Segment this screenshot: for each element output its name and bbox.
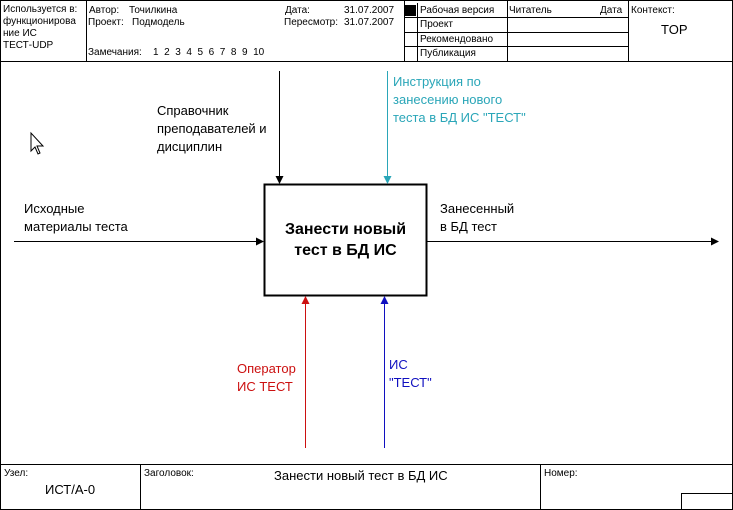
revision-value: 31.07.2007 [344, 17, 395, 28]
project-value: Подмодель [132, 17, 185, 28]
mechanism-system-label: ИС "ТЕСТ" [389, 357, 432, 390]
title-value: Занести новый тест в БД ИС [274, 468, 448, 483]
mouse-cursor-icon [30, 131, 45, 155]
status-publication: Публикация [420, 48, 476, 59]
title-label: Заголовок: [144, 468, 194, 479]
context-label: Контекст: [631, 5, 675, 16]
revision-label: Пересмотр: [284, 17, 339, 28]
date-value: 31.07.2007 [344, 5, 395, 16]
number-label: Номер: [544, 468, 578, 479]
author-value: Точилкина [129, 5, 178, 16]
status-recommended: Рекомендовано [420, 34, 494, 45]
context-value: TOP [661, 22, 688, 37]
reader-label: Читатель [509, 5, 552, 16]
date-label: Дата: [285, 5, 310, 16]
notes-label: Замечания: [88, 47, 142, 58]
status-checkbox-working[interactable] [405, 5, 416, 16]
status-project: Проект [420, 19, 453, 30]
header-grid [0, 0, 733, 62]
control-instruction-label: Инструкция по занесению нового теста в Б… [393, 74, 526, 125]
notes-numbers: 1 2 3 4 5 6 7 8 9 10 [153, 47, 265, 58]
output-label: Занесенный в БД тест [440, 201, 515, 234]
control-reference-label: Справочник преподавателей и дисциплин [157, 103, 267, 154]
node-label: Узел: [4, 468, 29, 479]
node-value: ИСТ/А-0 [45, 482, 96, 497]
status-working: Рабочая версия [420, 5, 495, 16]
input-label: Исходные материалы теста [24, 201, 128, 234]
mechanism-operator-label: Оператор ИС ТЕСТ [237, 361, 296, 394]
author-label: Автор: [89, 5, 120, 16]
used-in-field: Используется в: функционирова ние ИС ТЕС… [3, 4, 78, 51]
reader-date-label: Дата [600, 5, 623, 16]
project-label: Проект: [88, 17, 124, 28]
activity-title: Занести новый тест в БД ИС [284, 221, 407, 259]
activity-box[interactable] [263, 183, 428, 297]
